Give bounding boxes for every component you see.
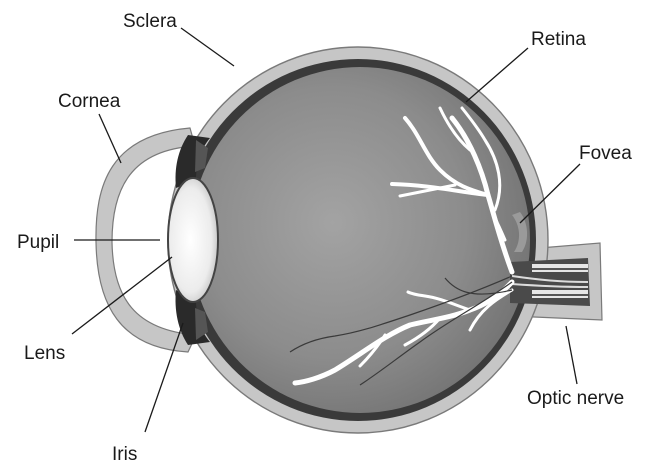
optic-nerve-label: Optic nerve xyxy=(527,388,624,409)
vitreous-body xyxy=(190,67,530,413)
cornea-leader-line xyxy=(99,114,121,163)
sclera-leader-line xyxy=(181,28,234,66)
cornea-label: Cornea xyxy=(58,91,121,112)
lens-shape xyxy=(168,178,218,302)
fovea-label: Fovea xyxy=(579,143,632,164)
retina-label: Retina xyxy=(531,29,586,50)
sclera-label: Sclera xyxy=(123,11,177,32)
pupil-label: Pupil xyxy=(17,232,59,253)
lens-label: Lens xyxy=(24,343,65,364)
retina-leader-line xyxy=(466,48,528,102)
iris-label: Iris xyxy=(112,444,137,465)
optic-nerve-leader-line xyxy=(566,326,577,384)
